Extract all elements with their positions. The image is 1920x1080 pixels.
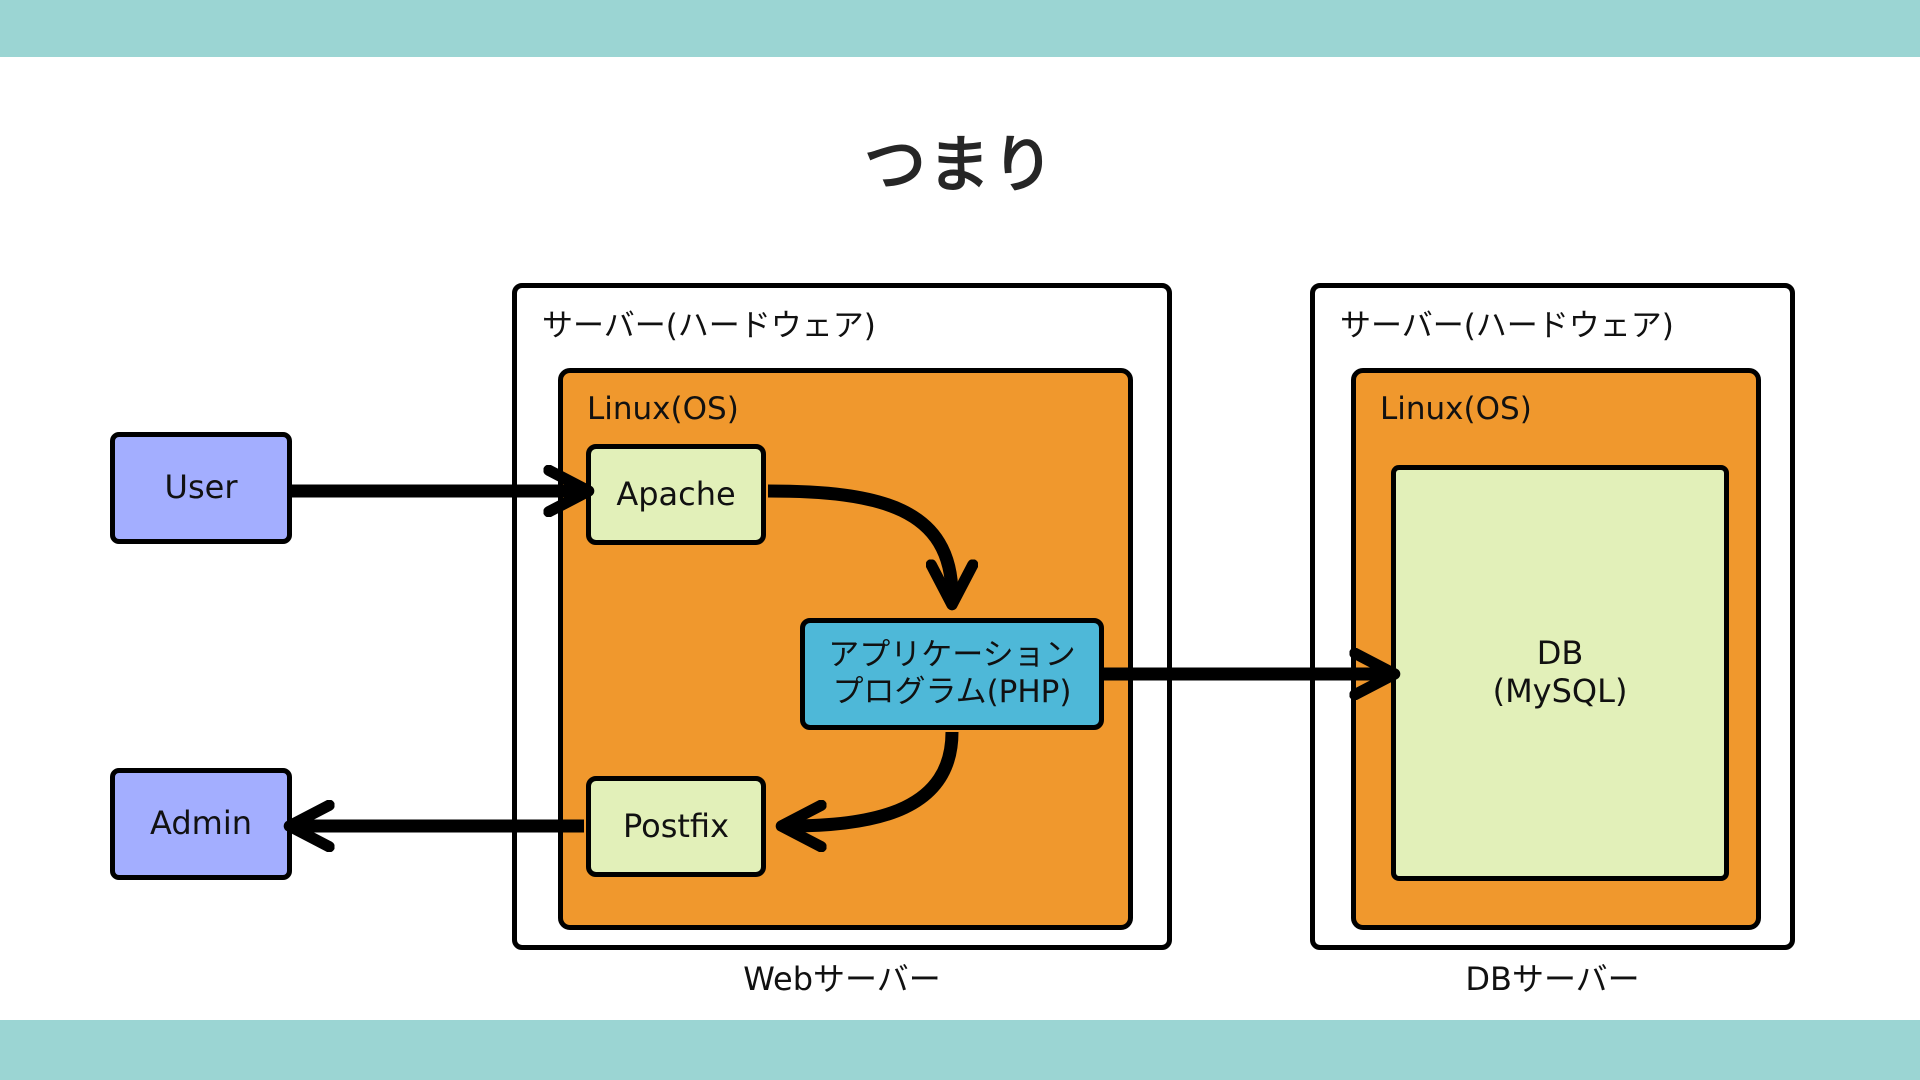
db-server-caption: DBサーバー — [1465, 960, 1640, 998]
actor-admin[interactable]: Admin — [110, 768, 292, 880]
db-server-os-label: Linux(OS) — [1380, 391, 1532, 427]
actor-user[interactable]: User — [110, 432, 292, 544]
component-php-label-line1: アプリケーション — [828, 637, 1076, 674]
component-php-application[interactable]: アプリケーション プログラム(PHP) — [800, 618, 1104, 730]
component-postfix[interactable]: Postfix — [586, 776, 766, 877]
component-db-label-line2: (MySQL) — [1492, 672, 1628, 710]
component-db-label-line1: DB — [1536, 634, 1584, 673]
bottom-accent-band — [0, 1020, 1920, 1080]
actor-admin-label: Admin — [150, 804, 252, 843]
top-accent-band — [0, 0, 1920, 57]
web-server-hardware-label: サーバー(ハードウェア) — [542, 308, 876, 344]
component-apache-label: Apache — [616, 474, 736, 513]
component-apache[interactable]: Apache — [586, 444, 766, 545]
web-server-os-label: Linux(OS) — [587, 391, 739, 427]
component-postfix-label: Postfix — [622, 806, 730, 845]
actor-user-label: User — [164, 468, 238, 507]
page-title: つまり — [863, 128, 1056, 201]
component-php-label-line2: プログラム(PHP) — [832, 674, 1072, 710]
web-server-caption: Webサーバー — [743, 960, 941, 998]
db-server-hardware-label: サーバー(ハードウェア) — [1340, 308, 1674, 344]
component-db[interactable]: DB (MySQL) — [1391, 465, 1729, 881]
